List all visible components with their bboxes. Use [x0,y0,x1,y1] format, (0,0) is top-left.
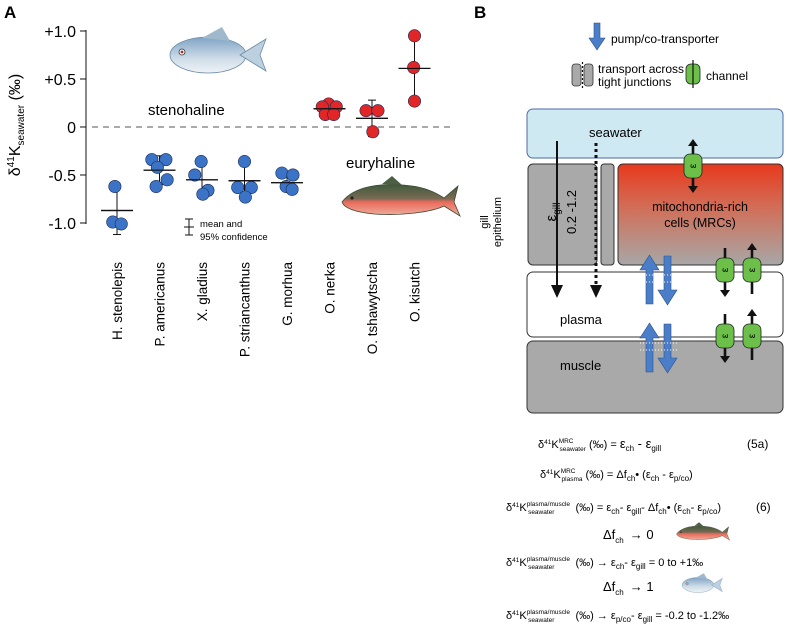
condition-fch-zero: Δfch→ 0 [603,527,654,545]
y-tick-label-0: +1.0 [44,24,76,41]
channel-3: ε [715,314,735,363]
x-tick-label-3: P. striancanthus [238,262,253,357]
panel-a-label: A [4,3,16,22]
channel-2: ε [742,243,762,294]
legend-line1: mean and [200,219,242,230]
svg-text:ε: ε [720,333,731,338]
x-tick-label-2: X. gladius [195,262,210,322]
svg-text:ε: ε [747,333,758,338]
mrc-label-line2: cells (MRCs) [664,216,736,230]
x-tick-label-0: H. stenolepis [110,262,125,340]
channel-legend-text: channel [706,69,748,83]
pump-arrow-icon [588,22,606,51]
tight-junction-legend: transport across tight junctions [571,62,684,89]
panel-b: B pump/co-transporter transport across t… [474,3,784,414]
salmon-icon-small [676,521,730,541]
mean-ci-legend: mean and 95% confidence [184,218,268,243]
svg-text:ε: ε [747,267,758,272]
data-point-26 [371,104,385,118]
data-point-0 [108,180,122,194]
muscle-box [526,340,784,414]
mrc-cell [617,163,784,266]
tj-legend-line1: transport across [598,62,684,76]
data-point-2 [114,217,128,231]
stenohaline-label: stenohaline [148,102,225,119]
y-axis-label: δ41Kseawater (‰) [6,74,27,176]
svg-text:ε: ε [688,163,699,168]
data-point-15 [238,190,252,204]
channels: ε ε ε ε ε [683,139,762,363]
y-tick-label-4: -1.0 [48,216,76,233]
data-point-16 [275,166,289,180]
data-point-19 [285,182,299,196]
condition-fch-one: Δfch→ 1 [603,579,654,597]
x-tick-labels: H. stenolepis P. americanus X. gladius P. s… [110,262,423,358]
x-tick-label-7: O. kisutch [408,262,423,322]
channel-legend: channel [685,60,748,88]
svg-text:ε: ε [720,267,731,272]
pump-legend: pump/co-transporter [588,22,719,51]
data-point-12 [238,155,252,169]
y-tick-label-1: +0.5 [44,72,76,89]
plasma-label: plasma [560,312,603,327]
data-point-8 [194,155,208,169]
tight-junction-icon [571,63,582,87]
data-point-6 [160,173,174,187]
channel-4: ε [742,309,762,360]
euryhaline-label: euryhaline [346,155,415,172]
equation-6-number: (6) [756,500,771,514]
data-point-30 [407,94,421,108]
panel-b-label: B [474,3,486,22]
pump-mrc-plasma [639,254,678,306]
salmon-fish-image [341,175,461,217]
pump-legend-text: pump/co-transporter [611,32,719,46]
equation-5a-number: (5a) [747,437,768,451]
legend-line2: 95% confidence [200,232,268,243]
pump-plasma-muscle [639,322,678,374]
data-point-27 [366,125,380,139]
junction-cell [600,163,615,266]
gill-cell [527,163,598,266]
data-point-4 [159,153,173,167]
data-point-28 [407,29,421,43]
data-point-9 [188,168,202,182]
data-point-11 [196,187,210,201]
data-point-17 [286,168,300,182]
panel-a: A δ41Kseawater (‰) +1.0 +0.5 0 -0.5 -1.0 ste… [4,3,461,358]
y-tick-label-3: -0.5 [48,168,76,185]
seawater-box [526,108,784,159]
x-tick-label-4: G. morhua [280,262,295,326]
gill-epithelium-label: gillepithelium [479,197,504,247]
data-point-25 [359,104,373,118]
y-tick-label-2: 0 [67,120,76,137]
data-point-5 [150,160,164,174]
mrc-label-line1: mitochondria-rich [652,200,748,214]
pompano-icon-small [681,573,723,593]
x-tick-label-1: P. americanus [153,262,168,347]
data-point-24 [327,108,341,122]
tj-legend-line2: tight junctions [598,75,671,89]
x-tick-label-5: O. nerka [323,262,338,314]
data-point-7 [149,180,163,194]
channel-1: ε [715,248,735,297]
seawater-label: seawater [589,125,642,140]
y-ticks: +1.0 +0.5 0 -0.5 -1.0 [44,24,86,233]
chart-marks [101,29,431,236]
x-tick-label-6: O. tshawytscha [365,262,380,355]
eps-range-label: 0.2 -1.2 [564,190,579,234]
data-point-29 [407,60,421,74]
pompano-fish-image [169,26,267,74]
muscle-label: muscle [560,358,601,373]
channel-0: ε [683,139,703,193]
